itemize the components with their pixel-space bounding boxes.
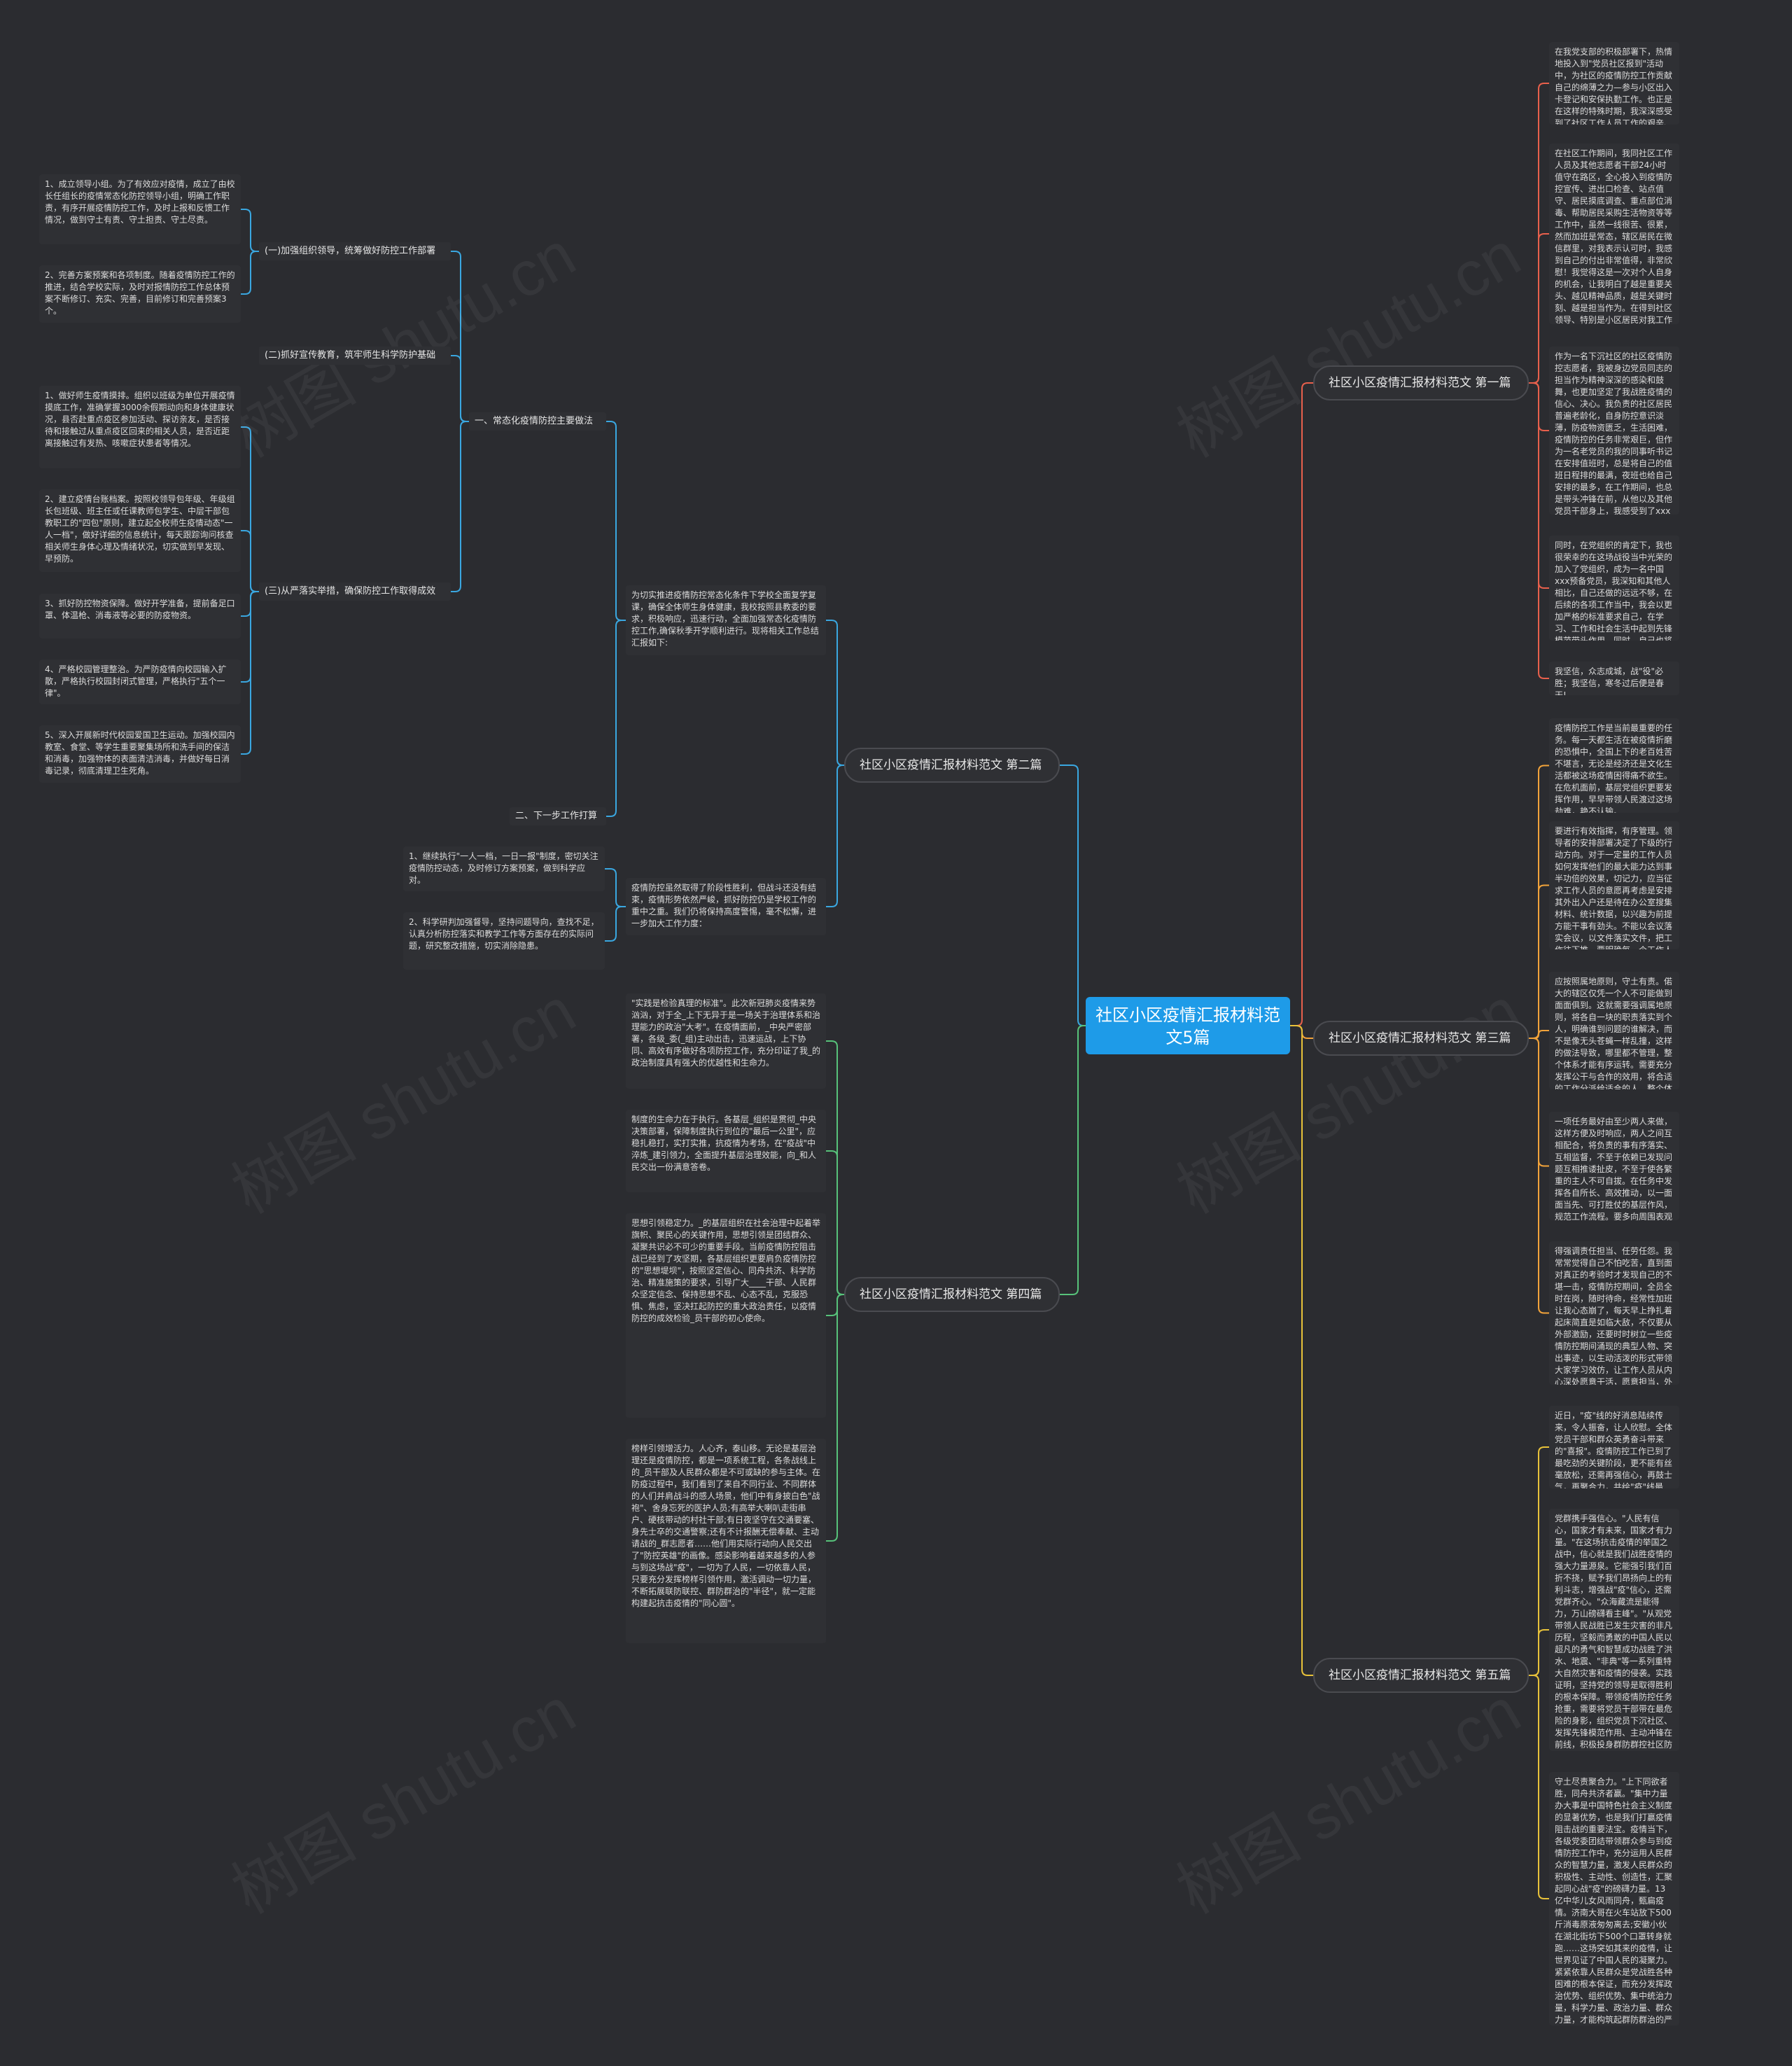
connector-line (1529, 233, 1549, 384)
branch-5-topic[interactable]: 社区小区疫情汇报材料范文 第五篇 (1313, 1658, 1529, 1693)
connector-line (605, 868, 626, 907)
next-step-leaf[interactable]: 1、继续执行"一人一档，一日一报"制度，密切关注疫情防控动态，及时修订方案预案，… (403, 846, 605, 891)
branch-1-leaf[interactable]: 作为一名下沉社区的社区疫情防控志愿者，我被身边党员同志的担当作为精神深深的感染和… (1549, 347, 1679, 515)
branch-3-leaf[interactable]: 得强调责任担当、任劳任怨。我常常觉得自己不怕吃苦，直到面对真正的考验时才发现自己… (1549, 1241, 1679, 1385)
branch-1-leaf[interactable]: 在社区工作期间，我同社区工作人员及其他志愿者干部24小时值守在路区，全心投入到疫… (1549, 144, 1679, 324)
connector-line (1529, 1675, 1549, 1899)
connector-line (826, 765, 844, 907)
connector-line (826, 1294, 844, 1316)
branch-1-topic[interactable]: 社区小区疫情汇报材料范文 第一篇 (1313, 365, 1529, 400)
connector-line (605, 906, 626, 942)
branch-3-leaf[interactable]: 一项任务最好由至少两人来做，这样方便及时响应，两人之间互相配合，将负责的事有序落… (1549, 1112, 1679, 1220)
subsection-organization[interactable]: (一)加强组织领导，统筹做好防控工作部署 (259, 242, 451, 260)
branch-4-leaf[interactable]: 思想引领稳定力。_的基层组织在社会治理中起着举旗帜、聚民心的关键作用，思想引领是… (626, 1213, 826, 1418)
branch-1-leaf[interactable]: 我坚信，众志成城，战"役"必胜；我坚信，寒冬过后便是春天! (1549, 662, 1679, 695)
branch-5-leaf[interactable]: 党群携手强信心。"人民有信心，国家才有未来，国家才有力量。"在这场抗击疫情的举国… (1549, 1509, 1679, 1751)
branch-1-leaf[interactable]: 同时，在党组织的肯定下，我也很荣幸的在这场战役当中光荣的加入了党组织，成为一名中… (1549, 536, 1679, 641)
branch-3-topic[interactable]: 社区小区疫情汇报材料范文 第三篇 (1313, 1021, 1529, 1056)
connector-line (606, 620, 626, 817)
branch-4-leaf[interactable]: "实践是检验真理的标准"。此次新冠肺炎疫情来势汹汹，对于全_上下无异于是一场关于… (626, 993, 826, 1089)
branch-4-leaf[interactable]: 制度的生命力在于执行。各基层_组织是贯彻_中央决策部署，保障制度执行到位的"最后… (626, 1110, 826, 1192)
connector-line (1290, 1025, 1313, 1676)
measure-leaf[interactable]: 2、建立疫情台账档案。按照校领导包年级、年级组长包班级、班主任或任课教师包学生、… (39, 489, 241, 572)
connector-line (241, 530, 259, 592)
root-topic[interactable]: 社区小区疫情汇报材料范文5篇 (1086, 997, 1290, 1054)
measure-leaf[interactable]: 1、成立领导小组。为了有效应对疫情，成立了由校长任组长的疫情常态化防控领导小组，… (39, 174, 241, 244)
branch-5-leaf[interactable]: 守土尽责聚合力。"上下同欲者胜，同舟共济者赢。"集中力量办大事是中国特色社会主义… (1549, 1772, 1679, 2025)
connector-line (606, 421, 626, 621)
measure-leaf[interactable]: 4、严格校园管理整治。为严防疫情向校园输入扩散，严格执行校园封闭式管理，严格执行… (39, 659, 241, 704)
connector-line (826, 620, 844, 766)
branch-5-leaf[interactable]: 近日，"疫"线的好消息陆续传来，令人振奋，让人欣慰。全体党员干部和群众英勇奋斗带… (1549, 1406, 1679, 1488)
measure-leaf[interactable]: 2、完善方案预案和各项制度。随着疫情防控工作的推进，结合学校实际，及时对报情防控… (39, 265, 241, 323)
connector-line (451, 421, 469, 592)
connector-line (1290, 382, 1313, 1026)
next-step-leaf[interactable]: 2、科学研判加强督导，坚持问题导向，查找不足，认真分析防控落实和教学工作等方面存… (403, 912, 605, 970)
branch-3-leaf[interactable]: 要进行有效指挥，有序管理。领导者的安排部署决定了下级的行动方向。对于一定量的工作… (1549, 821, 1679, 949)
section-next-steps[interactable]: 二、下一步工作打算 (510, 807, 606, 825)
connector-line (241, 209, 259, 252)
connector-line (1060, 1025, 1086, 1295)
connector-line (826, 1294, 844, 1542)
measure-leaf[interactable]: 1、做好师生疫情摸排。组织以班级为单位开展疫情摸底工作，准确掌握3000余假期动… (39, 386, 241, 468)
connector-line (1529, 1038, 1549, 1314)
connector-line (241, 591, 259, 755)
branch-4-leaf[interactable]: 榜样引领增活力。人心齐，泰山移。无论是基层治理还是疫情防控，都是一项系统工程，各… (626, 1439, 826, 1643)
branch-2-intro[interactable]: 疫情防控虽然取得了阶段性胜利，但战斗还没有结束，疫情形势依然严峻，抓好防控仍是学… (626, 878, 826, 935)
subsection-education[interactable]: (二)抓好宣传教育，筑牢师生科学防护基础 (259, 347, 451, 365)
branch-1-leaf[interactable]: 在我党支部的积极部署下，热情地投入到"党员社区报到"活动中，为社区的疫情防控工作… (1549, 42, 1679, 125)
connector-line (241, 251, 259, 295)
connector-line (826, 1040, 844, 1295)
branch-2-topic[interactable]: 社区小区疫情汇报材料范文 第二篇 (844, 748, 1060, 783)
connector-line (451, 355, 469, 422)
measure-leaf[interactable]: 5、深入开展新时代校园爱国卫生运动。加强校园内教室、食堂、等学生重要聚集场所和洗… (39, 725, 241, 783)
measure-leaf[interactable]: 3、抓好防控物资保障。做好开学准备，提前备足口罩、体温枪、消毒液等必要的防疫物资… (39, 594, 241, 638)
connector-line (1529, 884, 1549, 1039)
connector-line (1529, 382, 1549, 679)
branch-2-intro[interactable]: 为切实推进疫情防控常态化条件下学校全面复学复课，确保全体师生身体健康，我校按照县… (626, 585, 826, 655)
section-practices[interactable]: 一、常态化疫情防控主要做法 (469, 412, 606, 431)
connector-line (1529, 1629, 1549, 1676)
subsection-measures[interactable]: (三)从严落实举措，确保防控工作取得成效 (259, 582, 451, 601)
connector-line (1060, 765, 1086, 1026)
branch-3-leaf[interactable]: 疫情防控工作是当前最重要的任务。每一天都生活在被疫情折磨的恐惧中，全国上下的老百… (1549, 718, 1679, 813)
connector-line (826, 1150, 844, 1295)
branch-4-topic[interactable]: 社区小区疫情汇报材料范文 第四篇 (844, 1277, 1060, 1312)
branch-3-leaf[interactable]: 应按照属地原则，守土有责。偌大的辖区仅凭一个人不可能做到面面俱到。这就需要强调属… (1549, 972, 1679, 1089)
connector-line (1529, 1030, 1549, 1039)
